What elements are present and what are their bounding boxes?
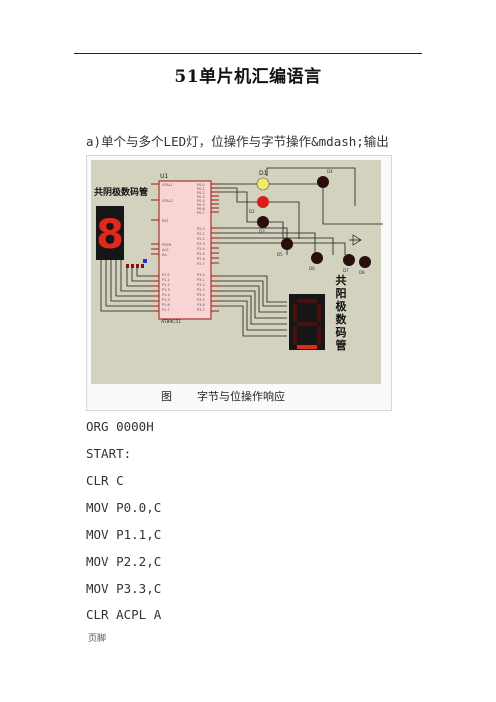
svg-text:P3.0: P3.0 [197, 273, 205, 277]
section-heading: a)单个与多个LED灯，位操作与字节操作&mdash;输出 [86, 134, 389, 149]
figure-caption-text: 字节与位操作响应 [197, 389, 285, 403]
led-d7-label: D7 [343, 268, 349, 273]
led-d1-label: D1 [259, 170, 268, 177]
left-seven-seg-display [96, 206, 124, 260]
led-d4-label: D4 [327, 169, 333, 174]
right-display-label-4: 数 [336, 312, 348, 326]
led-d8-dark [359, 256, 371, 268]
mcu-part: AT89C51 [161, 319, 181, 325]
p3-pin-stubs [211, 275, 219, 312]
ground-marker [143, 259, 147, 263]
right-display-label-2: 阳 [336, 286, 347, 300]
led-d2-label: D2 [249, 209, 255, 214]
vcc-arrow [352, 234, 362, 246]
left-display-label: 共阴极数码管 [94, 186, 148, 198]
led-d4-dark [317, 176, 329, 188]
led-d1-yellow [256, 177, 270, 191]
led-d5-dark [281, 238, 293, 250]
svg-text:P2.1: P2.1 [197, 232, 205, 236]
page-footer: 页脚 [88, 634, 107, 644]
svg-text:P0.6: P0.6 [197, 207, 205, 211]
svg-text:P1.7: P1.7 [162, 308, 170, 312]
led-d5-label: D5 [277, 252, 283, 257]
code-line: CLR C [86, 473, 124, 488]
left-display-digit: 8 [96, 212, 124, 258]
code-line: MOV P1.1,C [86, 527, 162, 542]
code-line: MOV P2.2,C [86, 554, 162, 569]
svg-text:P3.4: P3.4 [197, 293, 205, 297]
mcu-pin-stubs [151, 183, 219, 264]
svg-text:P0.5: P0.5 [197, 203, 205, 207]
p1-pin-stubs [151, 275, 159, 312]
svg-text:P2.4: P2.4 [197, 247, 205, 251]
svg-text:XTAL1: XTAL1 [162, 183, 173, 187]
right-display-label-6: 管 [336, 338, 347, 352]
svg-text:P1.3: P1.3 [162, 288, 170, 292]
right-display-label-5: 码 [336, 326, 347, 339]
svg-text:P0.2: P0.2 [197, 191, 205, 195]
svg-text:P0.3: P0.3 [197, 195, 205, 199]
svg-text:EA: EA [162, 253, 167, 257]
header-rule [74, 53, 422, 54]
svg-text:ALE: ALE [162, 248, 169, 252]
mcu-ref: U1 [160, 173, 168, 180]
mcu-chip [158, 180, 212, 320]
svg-text:P0.4: P0.4 [197, 199, 205, 203]
right-display-segment-lit [297, 345, 317, 349]
led-d8-label: D8 [359, 270, 365, 275]
led-wires [219, 167, 383, 255]
svg-text:P2.0: P2.0 [197, 227, 205, 231]
svg-text:P3.5: P3.5 [197, 298, 205, 302]
svg-text:P2.2: P2.2 [197, 237, 205, 241]
code-line: MOV P3.3,C [86, 581, 162, 596]
svg-text:P2.7: P2.7 [197, 262, 205, 266]
svg-text:P1.6: P1.6 [162, 303, 170, 307]
led-d7-dark [343, 254, 355, 266]
code-line: START: [86, 446, 132, 461]
code-line: MOV P0.0,C [86, 500, 162, 515]
svg-text:P2.5: P2.5 [197, 252, 205, 256]
svg-text:P2.6: P2.6 [197, 257, 205, 261]
svg-text:XTAL2: XTAL2 [162, 199, 173, 203]
code-line: CLR ACPL A [86, 607, 162, 622]
svg-text:P1.4: P1.4 [162, 293, 170, 297]
led-d2-red [257, 196, 269, 208]
svg-text:P2.3: P2.3 [197, 242, 205, 246]
figure-caption-prefix: 图 [161, 390, 172, 403]
p1-bus-wires [100, 260, 151, 312]
svg-text:P0.1: P0.1 [197, 187, 205, 191]
p3-bus-wires [219, 275, 287, 337]
svg-text:P0.7: P0.7 [197, 211, 205, 215]
led-d3-label: D3 [259, 229, 265, 234]
svg-text:P1.1: P1.1 [162, 278, 170, 282]
right-display-label-3: 极 [336, 299, 348, 313]
left-display-pins [126, 264, 144, 268]
svg-text:P1.5: P1.5 [162, 298, 170, 302]
led-d6-dark [311, 252, 323, 264]
right-display-label-1: 共 [336, 273, 347, 287]
mcu-pin-labels-right: P0.0P0.1P0.2P0.3 P0.4P0.5P0.6P0.7 P2.0P2… [197, 183, 205, 312]
svg-text:P1.0: P1.0 [162, 273, 170, 277]
svg-text:P3.3: P3.3 [197, 288, 205, 292]
led-d6-label: D6 [309, 266, 315, 271]
code-line: ORG 0000H [86, 419, 154, 434]
svg-text:P3.2: P3.2 [197, 283, 205, 287]
svg-text:P1.2: P1.2 [162, 283, 170, 287]
svg-text:P3.1: P3.1 [197, 278, 205, 282]
page-title: 51单片机汇编语言 [174, 67, 322, 87]
schematic-panel [91, 160, 381, 384]
svg-text:PSEN: PSEN [162, 243, 172, 247]
svg-text:P3.6: P3.6 [197, 303, 205, 307]
svg-text:P0.0: P0.0 [197, 183, 205, 187]
svg-text:RST: RST [162, 219, 170, 223]
led-d3-blue [257, 216, 269, 228]
right-display-segments [293, 299, 321, 345]
svg-text:P3.7: P3.7 [197, 308, 205, 312]
